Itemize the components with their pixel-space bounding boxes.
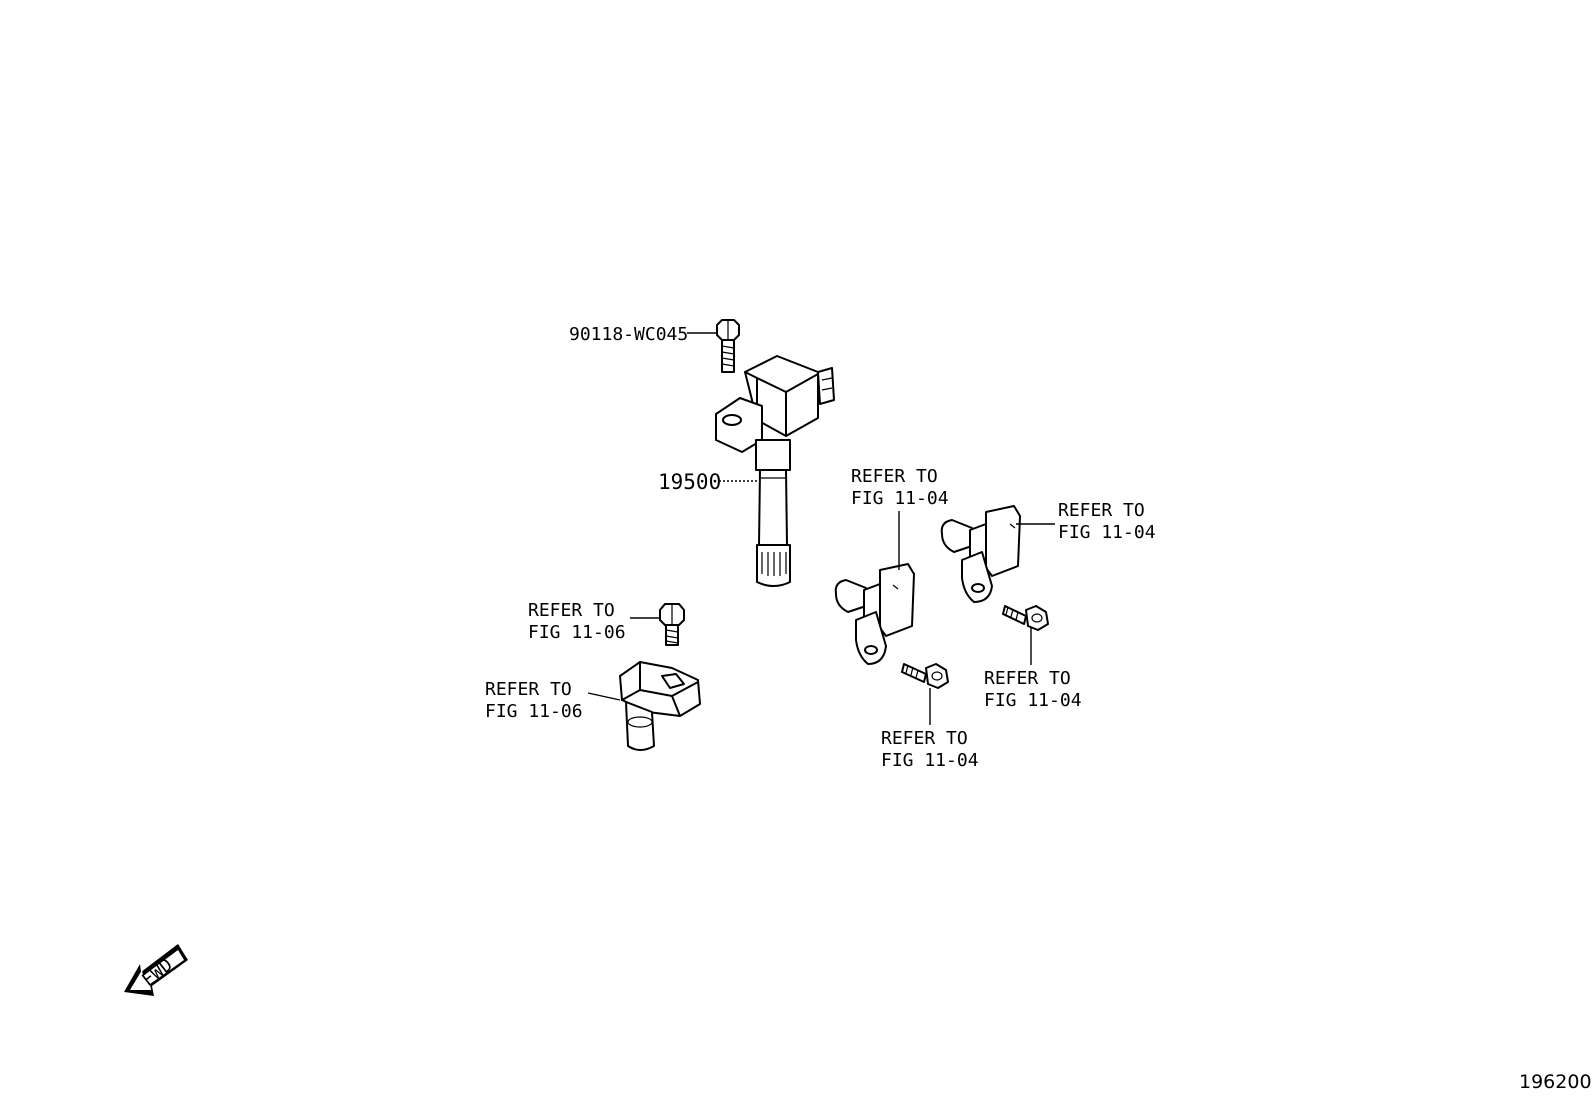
sensor-left-leader bbox=[587, 692, 621, 701]
bolt-mid-ref-line2[interactable]: FIG 11-04 bbox=[881, 750, 979, 771]
bolt-right-ref-line1[interactable]: REFER TO bbox=[984, 668, 1071, 689]
sensor-mid-ref-line2[interactable]: FIG 11-04 bbox=[851, 488, 949, 509]
ignition-coil-part-number[interactable]: 19500 bbox=[658, 470, 721, 494]
sensor-left-drawing[interactable] bbox=[619, 661, 701, 751]
bolt-coil-drawing[interactable] bbox=[716, 319, 740, 373]
sensor-left-ref-line2[interactable]: FIG 11-06 bbox=[485, 701, 583, 722]
fwd-arrow-icon: FWD bbox=[124, 944, 188, 996]
sensor-right-ref-line1[interactable]: REFER TO bbox=[1058, 500, 1145, 521]
bolt-left-ref-line2[interactable]: FIG 11-06 bbox=[528, 622, 626, 643]
sensor-left-ref-line1[interactable]: REFER TO bbox=[485, 679, 572, 700]
bolt-coil-part-number[interactable]: 90118-WC045 bbox=[569, 324, 688, 345]
bolt-mid-drawing[interactable] bbox=[901, 663, 949, 689]
bolt-left-drawing[interactable] bbox=[659, 603, 685, 646]
sensor-right-ref-line2[interactable]: FIG 11-04 bbox=[1058, 522, 1156, 543]
sensor-right-drawing[interactable] bbox=[940, 505, 1021, 603]
figure-number: 196200 bbox=[1519, 1071, 1592, 1093]
bolt-mid-ref-line1[interactable]: REFER TO bbox=[881, 728, 968, 749]
sensor-mid-drawing[interactable] bbox=[834, 563, 915, 665]
ignition-coil-drawing[interactable] bbox=[715, 355, 835, 587]
bolt-right-drawing[interactable] bbox=[1002, 605, 1049, 631]
sensor-mid-ref-line1[interactable]: REFER TO bbox=[851, 466, 938, 487]
bolt-left-ref-line1[interactable]: REFER TO bbox=[528, 600, 615, 621]
bolt-right-ref-line2[interactable]: FIG 11-04 bbox=[984, 690, 1082, 711]
